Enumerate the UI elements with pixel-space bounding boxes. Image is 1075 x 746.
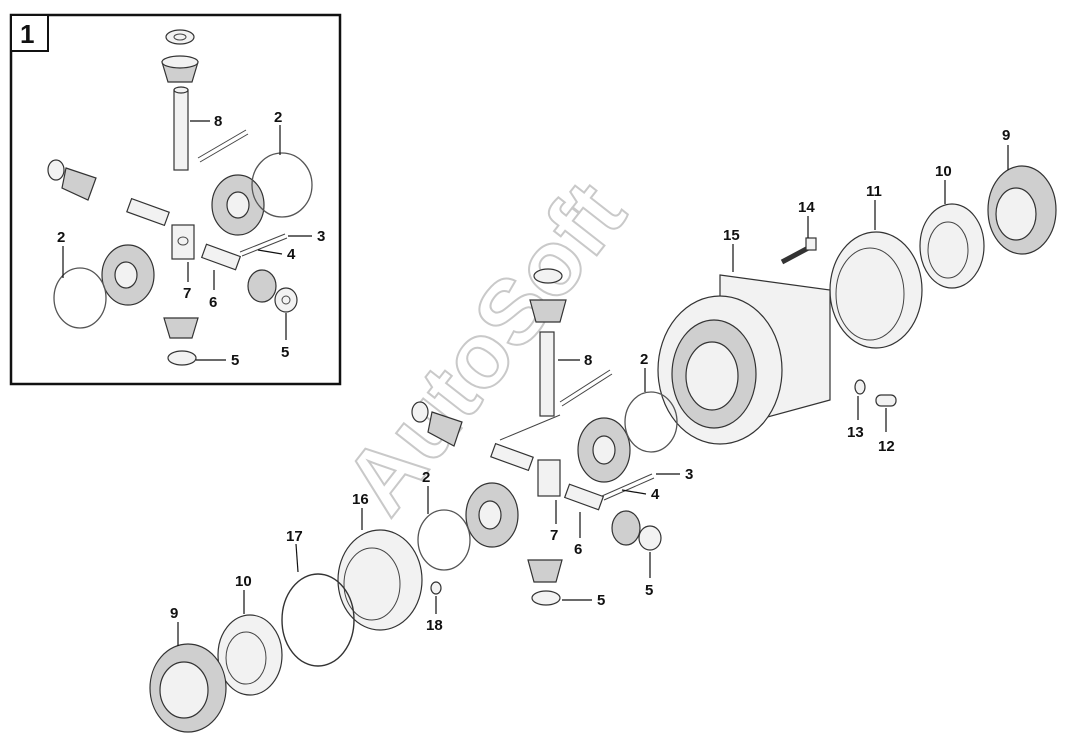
callout-2-lower: 2 <box>422 469 430 486</box>
main-pin-upper <box>559 369 613 407</box>
plug-12 <box>875 394 897 407</box>
small-ring-18 <box>430 581 442 595</box>
main-bottom-pinion <box>527 559 563 583</box>
inset-side-gear-left <box>101 244 155 306</box>
inset-callout-3: 3 <box>317 228 325 245</box>
inset-center-block <box>171 224 195 260</box>
inset-side-gear-right <box>211 174 265 236</box>
inset-bottom-washer <box>167 350 197 366</box>
callout-18: 18 <box>426 617 443 634</box>
snap-ring <box>281 573 355 667</box>
inset-top-washer <box>165 29 195 45</box>
inset-right-pinion <box>247 269 277 303</box>
main-top-washer <box>533 268 563 284</box>
main-thrust-washer-upper <box>624 391 678 453</box>
inset-thrust-washer-right <box>251 152 313 218</box>
retaining-ring-13 <box>854 379 866 395</box>
main-short-shaft-left <box>490 442 534 472</box>
case-bolt <box>780 237 817 265</box>
inset-callout-6: 6 <box>209 294 217 311</box>
callout-10-left: 10 <box>235 573 252 590</box>
main-cross-shaft <box>539 331 555 417</box>
main-washer-right <box>638 525 662 551</box>
main-top-pinion <box>529 299 567 323</box>
main-pin-left <box>499 414 561 441</box>
main-view: 9 10 11 14 15 8 2 3 4 6 7 5 5 13 12 16 2… <box>149 127 1057 733</box>
inset-callout-2-upper: 2 <box>274 109 282 126</box>
callout-8: 8 <box>584 352 592 369</box>
main-side-gear-lower <box>465 482 519 548</box>
callout-14: 14 <box>798 199 815 216</box>
inset-callout-2-lower: 2 <box>57 229 65 246</box>
inset-washer-right <box>274 287 298 313</box>
callout-9-right: 9 <box>1002 127 1010 144</box>
right-adjuster-ring <box>987 165 1057 255</box>
main-pin-lower <box>601 473 655 501</box>
inset-callout-5-right: 5 <box>281 344 289 361</box>
inset-pin-lower <box>239 233 288 257</box>
inset-callout-5-bottom: 5 <box>231 352 239 369</box>
main-short-shaft-right <box>563 483 605 511</box>
callout-6: 6 <box>574 541 582 558</box>
inset-short-shaft-left <box>126 197 170 227</box>
inset-bottom-pinion <box>163 317 199 339</box>
inset-view: 1 8 2 2 3 4 6 7 5 <box>9 13 342 386</box>
main-side-gear-upper <box>577 417 631 483</box>
inset-short-shaft-right <box>200 243 242 271</box>
inset-badge: 1 <box>20 19 34 49</box>
inset-cross-shaft <box>173 86 189 171</box>
callout-13: 13 <box>847 424 864 441</box>
right-bearing <box>919 203 985 289</box>
callout-16: 16 <box>352 491 369 508</box>
callout-2-upper: 2 <box>640 351 648 368</box>
inset-callout-7: 7 <box>183 285 191 302</box>
callout-5-right: 5 <box>645 582 653 599</box>
inset-left-pinion <box>47 159 97 201</box>
main-center-block <box>537 459 561 497</box>
left-adjuster-ring <box>149 643 227 733</box>
inset-callout-8: 8 <box>214 113 222 130</box>
carrier-ring <box>829 231 923 349</box>
callout-12: 12 <box>878 438 895 455</box>
callout-7: 7 <box>550 527 558 544</box>
callout-11: 11 <box>866 183 882 200</box>
callout-4: 4 <box>651 486 660 503</box>
callout-17: 17 <box>286 528 303 545</box>
callout-15: 15 <box>723 227 740 244</box>
main-left-pinion <box>411 401 463 447</box>
callout-10-right: 10 <box>935 163 952 180</box>
left-housing <box>337 529 423 631</box>
inset-thrust-washer-left <box>53 267 107 329</box>
main-bottom-washer <box>531 590 561 606</box>
differential-case <box>657 274 831 445</box>
main-thrust-washer-lower <box>417 509 471 571</box>
callout-5-bottom: 5 <box>597 592 605 609</box>
inset-pin-upper <box>197 129 249 163</box>
inset-callout-4: 4 <box>287 246 296 263</box>
callout-9-left: 9 <box>170 605 178 622</box>
main-right-pinion <box>611 510 641 546</box>
inset-top-pinion-gear <box>161 55 199 83</box>
left-bearing <box>217 614 283 696</box>
callout-3: 3 <box>685 466 693 483</box>
